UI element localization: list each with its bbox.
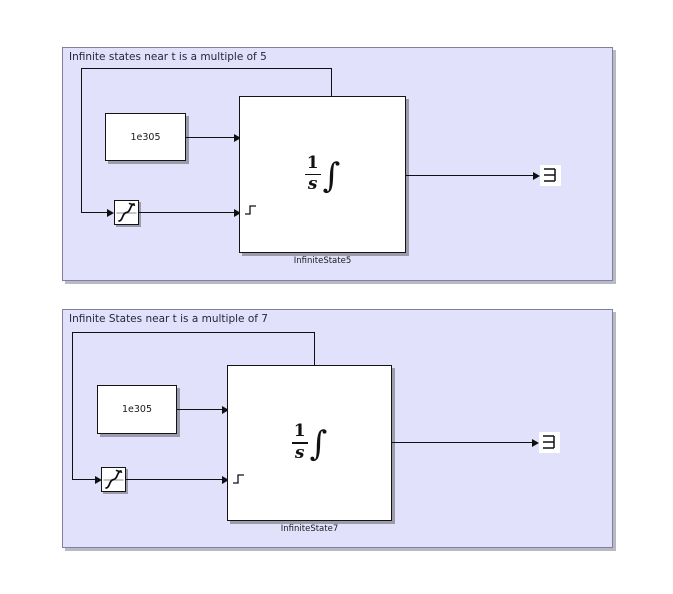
constant-value-1: 1e305: [130, 131, 161, 143]
rising-step-icon-1: [245, 205, 256, 215]
integrator-caption-1: InfiniteState5: [293, 256, 352, 266]
hit-crossing-block-1[interactable]: [114, 200, 139, 225]
rising-step-icon-2: [233, 474, 244, 484]
integral-symbol-2: ∫: [309, 424, 328, 465]
terminator-block-1[interactable]: [540, 165, 561, 186]
sigmoid-curve-icon-2: [103, 469, 124, 489]
integrator-out-arrow-1: [533, 171, 540, 180]
feedback-wire-bottom-2: [72, 479, 96, 481]
feedback-wire-bottom-1: [81, 212, 108, 214]
constant-out-wire-1: [186, 137, 236, 139]
trigger-out-arrow-2: [222, 475, 229, 484]
feedback-wire-top-1: [81, 68, 332, 70]
trigger-out-wire-2: [126, 479, 224, 481]
trigger-out-arrow-1: [234, 208, 241, 217]
one-over-s-fraction-1: 1 s: [304, 152, 321, 195]
subsystem-panel-1[interactable]: Infinite states near t is a multiple of …: [62, 47, 613, 281]
feedback-wire-top-2: [72, 332, 315, 334]
integrator-block-1[interactable]: 1 s ∫: [239, 96, 406, 253]
constant-value-2: 1e305: [121, 404, 153, 415]
trigger-out-wire-1: [139, 212, 236, 214]
constant-block-1[interactable]: 1e305: [105, 113, 186, 161]
panel-title-1: Infinite states near t is a multiple of …: [69, 51, 267, 63]
integrator-out-wire-1: [406, 175, 536, 177]
constant-block-2[interactable]: 1e305: [97, 385, 177, 434]
feedback-wire-left-1: [81, 68, 83, 213]
hit-crossing-block-2[interactable]: [101, 467, 126, 492]
terminator-icon-2: [539, 432, 560, 453]
feedback-wire-down-to-integrator-2: [314, 332, 316, 365]
feedback-wire-arrow-2: [95, 475, 102, 484]
integrator-caption-2: InfiniteState7: [280, 524, 339, 534]
terminator-block-2[interactable]: [539, 432, 560, 453]
panel-title-2: Infinite States near t is a multiple of …: [69, 313, 268, 325]
subsystem-panel-2[interactable]: Infinite States near t is a multiple of …: [62, 309, 613, 548]
constant-out-arrow-2: [222, 405, 229, 414]
terminator-icon-1: [540, 165, 561, 186]
feedback-wire-arrow-1: [107, 208, 114, 217]
integrator-block-2[interactable]: 1 s ∫: [227, 365, 392, 521]
integrator-out-arrow-2: [532, 438, 539, 447]
constant-out-wire-2: [177, 409, 224, 411]
feedback-wire-down-to-integrator-1: [331, 68, 333, 97]
integrator-out-wire-2: [392, 442, 535, 444]
sigmoid-curve-icon-1: [116, 202, 137, 222]
one-over-s-fraction-2: 1 s: [291, 421, 308, 463]
integral-symbol-1: ∫: [322, 155, 341, 196]
integrator-glyph-2: 1 s ∫: [228, 366, 391, 520]
constant-out-arrow-1: [234, 133, 241, 142]
feedback-wire-left-2: [72, 332, 74, 480]
integrator-glyph-1: 1 s ∫: [240, 97, 405, 252]
